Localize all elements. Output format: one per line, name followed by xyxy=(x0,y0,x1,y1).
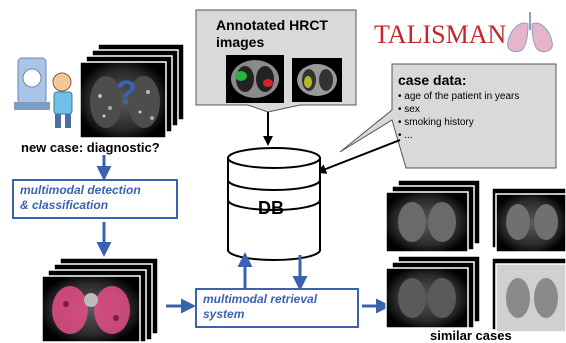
similar-cases-ct-stacks xyxy=(385,179,566,333)
case-data-item: sex xyxy=(398,103,554,116)
case-data-item: ... xyxy=(398,129,554,142)
database-label: DB xyxy=(258,198,284,218)
annotated-ct-image-2 xyxy=(292,58,342,102)
similar-case-stack-3 xyxy=(385,255,481,329)
annotated-title-line1: Annotated HRCT xyxy=(216,17,328,33)
case-data-title: case data: xyxy=(398,72,467,88)
new-case-caption: new case: diagnostic? xyxy=(21,140,160,155)
detection-line2: & classification xyxy=(20,198,109,212)
annotated-title-line2: images xyxy=(216,34,265,50)
similar-case-stack-4 xyxy=(491,257,566,333)
retrieval-system-box: multimodal retrieval system xyxy=(195,288,359,328)
similar-case-stack-2 xyxy=(491,187,566,253)
case-data-item: smoking history xyxy=(398,116,554,129)
retrieval-line1: multimodal retrieval xyxy=(203,292,318,306)
lungs-icon xyxy=(507,12,553,53)
annotated-title: Annotated HRCT images xyxy=(216,17,328,51)
similar-case-stack-1 xyxy=(385,179,481,253)
question-mark: ? xyxy=(116,74,137,112)
case-data-item: age of the patient in years xyxy=(398,90,554,103)
annotated-ct-image-1 xyxy=(226,55,284,103)
detection-line1: multimodal detection xyxy=(20,183,141,197)
detection-classification-box: multimodal detection & classification xyxy=(12,179,178,219)
new-case-ct-stack xyxy=(79,43,185,139)
case-data-panel: case data: age of the patient in years s… xyxy=(398,70,554,142)
detection-ct-stack xyxy=(41,257,159,343)
case-data-list: age of the patient in years sex smoking … xyxy=(398,90,554,142)
brand-name: TALISMAN xyxy=(374,20,507,49)
similar-cases-caption: similar cases xyxy=(430,328,512,343)
patient-scanner-illustration xyxy=(14,57,73,128)
retrieval-line2: system xyxy=(203,307,245,321)
